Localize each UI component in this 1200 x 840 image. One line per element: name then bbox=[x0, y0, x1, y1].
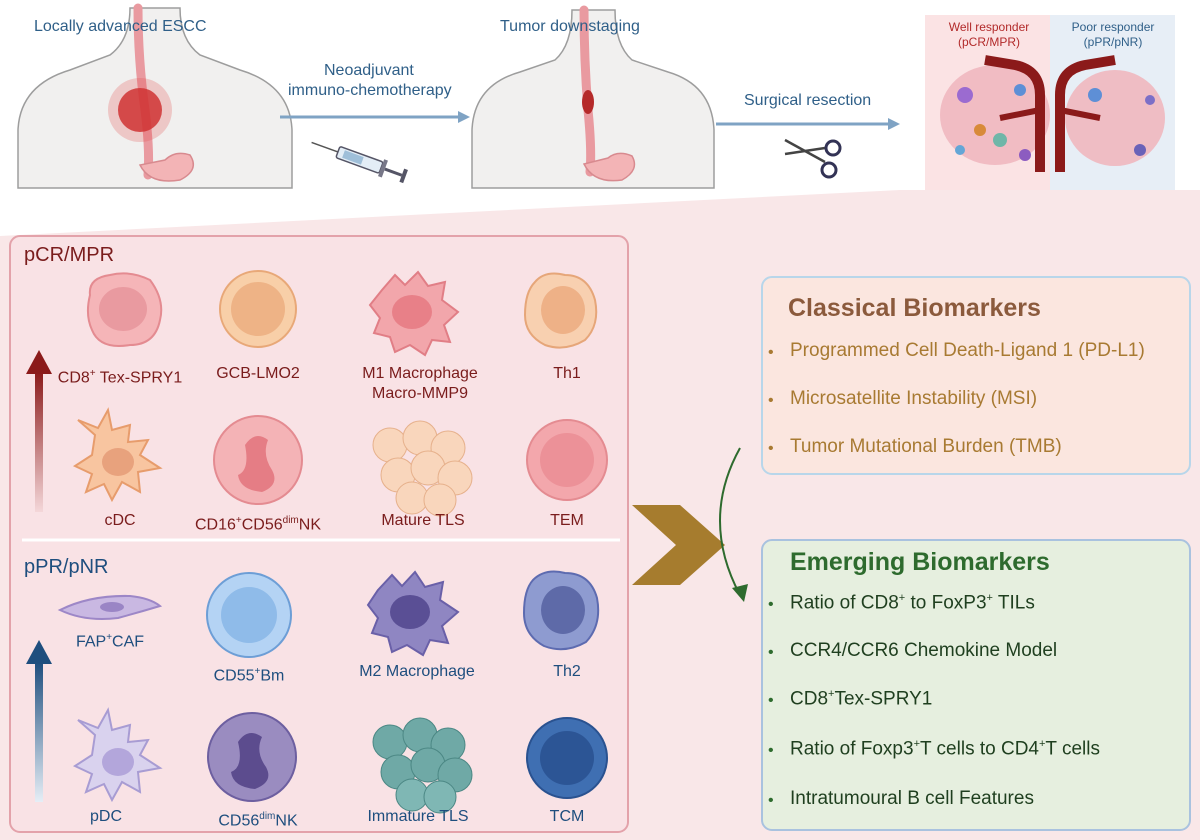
emerging-title: Emerging Biomarkers bbox=[790, 548, 1050, 576]
good-group-title: pCR/MPR bbox=[24, 244, 115, 266]
emerging-item-b-cell: Intratumoural B cell Features bbox=[790, 788, 1034, 809]
torso-silhouette-2 bbox=[471, 5, 715, 189]
stage-downstaging: Tumor downstaging bbox=[500, 18, 640, 35]
label-immature-tls: Immature TLS bbox=[367, 808, 469, 825]
label-cd56-nk: CD56dimNK bbox=[218, 811, 298, 830]
step-neoadjuvant-2: immuno-chemotherapy bbox=[288, 82, 452, 99]
classical-box bbox=[761, 276, 1191, 475]
green-curved-arrow bbox=[719, 447, 741, 596]
bullet-dot: • bbox=[768, 742, 774, 759]
red-up-arrow-shaft bbox=[35, 372, 43, 512]
scissors-icon bbox=[784, 138, 842, 179]
label-m2-macrophage: M2 Macrophage bbox=[359, 663, 475, 680]
blue-up-arrow-shaft bbox=[35, 662, 43, 802]
poor-responder-label: Poor responder (pPR/pNR) bbox=[1054, 20, 1172, 50]
step-neoadjuvant-1: Neoadjuvant bbox=[324, 62, 414, 79]
cell-pdc bbox=[72, 707, 163, 803]
classical-title: Classical Biomarkers bbox=[788, 294, 1041, 322]
label-cdc: cDC bbox=[104, 512, 136, 529]
poor-group-title: pPR/pNR bbox=[24, 556, 109, 578]
label-pdc: pDC bbox=[89, 808, 123, 825]
red-up-arrow-head bbox=[26, 350, 52, 374]
poor-responder-line2: (pPR/pNR) bbox=[1083, 35, 1143, 49]
classical-item-msi: Microsatellite Instability (MSI) bbox=[790, 388, 1038, 409]
label-m1-macrophage: M1 Macrophage Macro-MMP9 bbox=[362, 365, 478, 402]
gold-chevron-arrow bbox=[632, 505, 725, 585]
poor-responder-line1: Poor responder bbox=[1071, 20, 1155, 34]
label-gcb-lmo2: GCB-LMO2 bbox=[216, 365, 300, 382]
blue-up-arrow-head bbox=[26, 640, 52, 664]
cell-panel bbox=[9, 235, 629, 833]
label-cd8-tex-spry1: CD8+ Tex-SPRY1 bbox=[57, 368, 183, 387]
step-surgical: Surgical resection bbox=[744, 92, 872, 109]
emerging-item-cd8-foxp3: Ratio of CD8+ to FoxP3+ TILs bbox=[790, 592, 1035, 614]
classical-item-pdl1: Programmed Cell Death-Ligand 1 (PD-L1) bbox=[790, 340, 1145, 361]
emerging-item-ccr4-ccr6: CCR4/CCR6 Chemokine Model bbox=[790, 640, 1058, 661]
bullet-dot: • bbox=[768, 692, 774, 709]
well-responder-line1: Well responder bbox=[948, 20, 1030, 34]
cell-mature-tls bbox=[372, 420, 473, 517]
label-tcm: TCM bbox=[549, 808, 585, 825]
stage-locally-advanced: Locally advanced ESCC bbox=[34, 18, 207, 35]
emerging-box bbox=[761, 539, 1191, 831]
well-responder-label: Well responder (pCR/MPR) bbox=[930, 20, 1048, 50]
emerging-item-cd8-tex: CD8+Tex-SPRY1 bbox=[790, 688, 933, 710]
bullet-dot: • bbox=[768, 792, 774, 809]
syringe-icon bbox=[311, 141, 408, 184]
bullet-dot: • bbox=[768, 440, 774, 457]
cell-immature-tls bbox=[372, 717, 473, 814]
resected-tumor-illustration bbox=[925, 15, 1175, 190]
cell-cdc bbox=[72, 407, 163, 503]
label-th1: Th1 bbox=[553, 365, 581, 382]
classical-item-tmb: Tumor Mutational Burden (TMB) bbox=[790, 436, 1062, 457]
bullet-dot: • bbox=[768, 392, 774, 409]
label-mature-tls: Mature TLS bbox=[381, 512, 465, 529]
label-tem: TEM bbox=[550, 512, 584, 529]
bullet-dot: • bbox=[768, 596, 774, 613]
well-responder-line2: (pCR/MPR) bbox=[958, 35, 1020, 49]
label-cd55-bm: CD55+Bm bbox=[213, 666, 285, 685]
emerging-item-foxp3-cd4: Ratio of Foxp3+T cells to CD4+T cells bbox=[790, 738, 1100, 760]
torso-silhouette-1 bbox=[17, 3, 293, 189]
bullet-dot: • bbox=[768, 344, 774, 361]
bullet-dot: • bbox=[768, 644, 774, 661]
label-th2: Th2 bbox=[553, 663, 581, 680]
label-fap-caf: FAP+CAF bbox=[75, 632, 145, 651]
label-cd16-nk: CD16+CD56dimNK bbox=[194, 515, 322, 534]
